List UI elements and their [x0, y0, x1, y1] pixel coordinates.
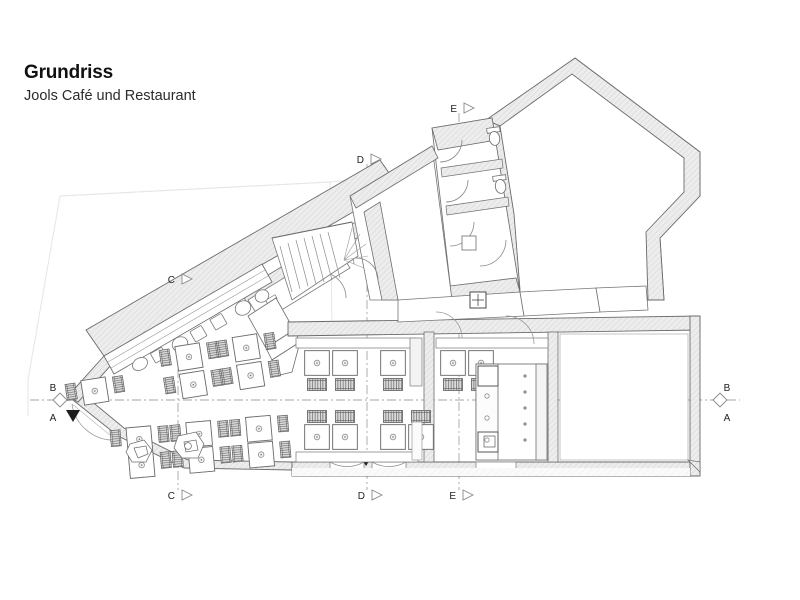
service-slot — [411, 421, 423, 461]
section-triangle-e-bottom — [462, 489, 475, 501]
page-title: Grundriss — [24, 62, 113, 83]
bar-stool — [209, 313, 228, 331]
dining-chair — [229, 418, 242, 437]
dining-table — [174, 342, 204, 372]
dining-chair — [306, 410, 328, 423]
section-label-e-top: E — [450, 104, 457, 115]
bench-top — [295, 337, 417, 349]
dining-chair — [279, 440, 292, 459]
title-block: Grundriss Jools Café und Restaurant — [24, 62, 364, 105]
section-marks: B A B A C C D D E E — [50, 102, 731, 502]
restaurant-tables — [295, 337, 549, 463]
page-subtitle: Jools Café und Restaurant — [24, 88, 196, 104]
dining-chair — [306, 378, 328, 391]
bench-top — [435, 337, 549, 349]
dining-chair — [410, 410, 432, 423]
dining-chair — [276, 414, 290, 433]
service-slot — [409, 337, 423, 387]
bar-stool — [234, 300, 252, 316]
counter-appliance — [477, 365, 499, 387]
section-triangle-e-top — [463, 102, 476, 114]
section-label-c-bottom: C — [168, 491, 175, 502]
dining-chair — [231, 444, 244, 463]
north-arrow-icon — [66, 410, 80, 422]
section-label-c-top: C — [168, 275, 175, 286]
section-label-b-right: B — [724, 383, 731, 394]
dining-chair — [215, 339, 230, 358]
dining-chair — [263, 331, 277, 351]
dining-chair — [64, 382, 78, 401]
section-diamond-right — [712, 392, 728, 408]
dining-table — [380, 350, 406, 376]
dining-chair — [382, 378, 404, 391]
bar-stool — [254, 289, 270, 303]
dining-table — [440, 350, 466, 376]
dining-chair — [163, 376, 177, 395]
dining-chair — [442, 378, 464, 391]
dining-chair — [334, 378, 356, 391]
wc-small-fixture — [461, 235, 477, 251]
cafe-tables-lower — [109, 414, 292, 480]
section-triangle-c-top — [181, 273, 194, 285]
dining-chair — [220, 367, 234, 386]
dining-table — [304, 350, 330, 376]
dining-chair — [267, 359, 281, 378]
room-north-large — [469, 57, 701, 301]
bar-counter — [103, 263, 273, 375]
dining-table — [380, 424, 406, 450]
dining-table — [332, 424, 358, 450]
section-triangle-c-bottom — [181, 489, 194, 501]
dining-chair — [382, 410, 404, 423]
section-triangle-d-top — [370, 153, 383, 165]
section-label-b-left: B — [50, 383, 57, 394]
dining-table — [235, 360, 266, 391]
kitchen-counters — [475, 363, 549, 461]
dining-chair — [334, 410, 356, 423]
dining-chair — [157, 425, 170, 443]
section-label-a-right: A — [724, 413, 731, 424]
dining-chair — [109, 429, 122, 448]
dining-table — [304, 424, 330, 450]
dining-table — [244, 414, 273, 443]
wc-block — [431, 117, 521, 301]
dining-chair — [111, 375, 126, 394]
section-label-a-left: A — [50, 413, 57, 424]
dining-table — [231, 333, 261, 363]
dining-table — [332, 350, 358, 376]
dining-table — [80, 376, 110, 406]
section-label-e-bottom: E — [449, 491, 456, 502]
section-diamond-left — [52, 392, 68, 408]
connecting-passage — [397, 285, 649, 345]
dining-chair — [219, 445, 232, 464]
section-triangle-d-bottom — [371, 489, 384, 501]
dining-chair — [217, 420, 230, 438]
dining-chair — [159, 451, 172, 469]
section-label-d-bottom: D — [358, 491, 365, 502]
counter-run — [535, 363, 548, 461]
staircase — [271, 221, 369, 301]
bench-bottom — [295, 451, 419, 463]
floor-strip — [292, 468, 690, 476]
dining-table — [178, 369, 209, 400]
dining-table — [247, 440, 276, 469]
bar-stool — [189, 325, 208, 343]
bar-stool — [132, 357, 148, 371]
lounge-furniture — [125, 431, 205, 463]
section-label-d-top: D — [357, 155, 364, 166]
dining-chair — [158, 348, 172, 367]
